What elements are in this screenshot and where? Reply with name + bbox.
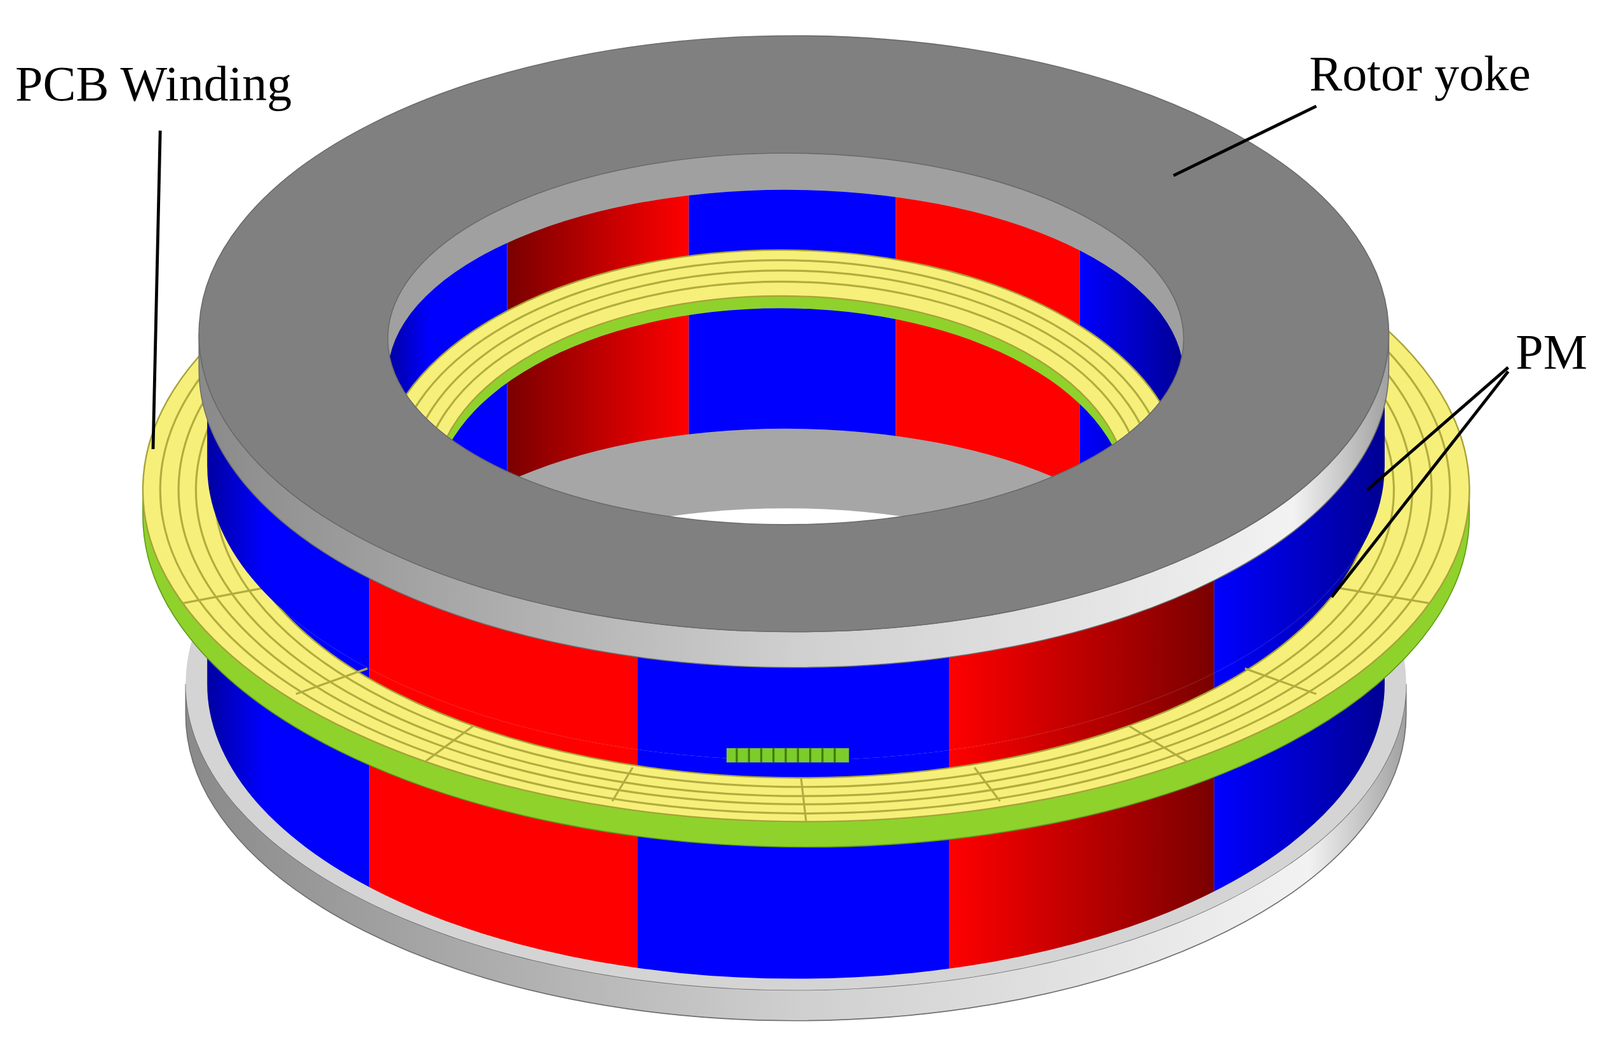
upper-rotor-yoke [198,35,1389,668]
yoke-face [198,35,1389,632]
leader-line [1367,367,1509,490]
leader-line [1331,371,1508,598]
pcb-face [377,250,1184,491]
leader-line [153,130,161,450]
winding-notch [726,748,850,763]
leader-lines [153,106,1508,598]
part-label: Rotor yoke [1309,48,1531,99]
pcb-edge [377,262,1184,503]
part-label: PM [1515,327,1588,377]
part-label: PCB Winding [15,59,292,109]
leader-line [1173,106,1317,176]
